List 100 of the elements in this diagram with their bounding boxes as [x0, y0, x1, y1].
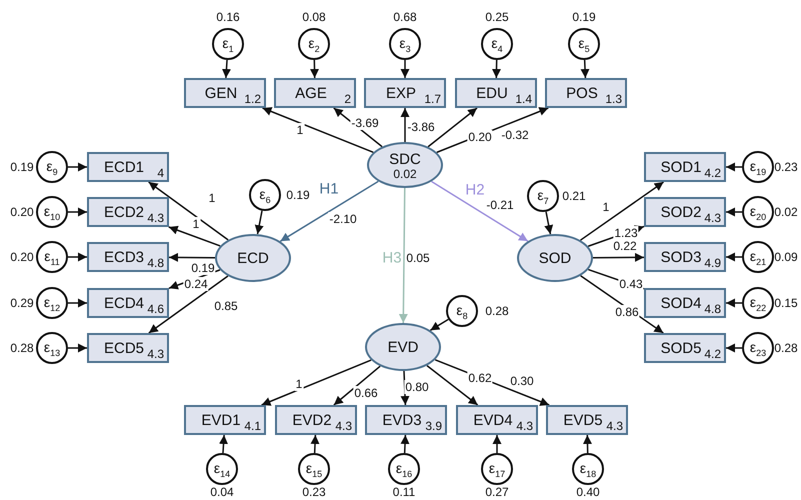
- variable-name: EVD2: [292, 412, 332, 428]
- error-label: ε$_{17}$: [488, 460, 506, 478]
- intercept-value: 4.3: [516, 419, 533, 433]
- latent-variable-ellipse: [215, 234, 291, 282]
- variable-name: ECD2: [104, 204, 144, 220]
- observed-variable-box: [545, 78, 627, 108]
- variance-value: 0.19: [10, 160, 34, 174]
- coefficient-label: -0.32: [500, 128, 530, 142]
- path-arrow: [492, 60, 501, 78]
- coefficient-label: 0.80: [404, 380, 430, 394]
- variable-name: ECD4: [104, 294, 144, 312]
- error-term-circle: [446, 295, 478, 327]
- variable-name: ECD5: [104, 340, 144, 356]
- observed-variable-box: [87, 333, 169, 363]
- coefficient-label: 1: [208, 191, 216, 205]
- coefficient-label: 1: [602, 200, 610, 214]
- variance-value: 0.16: [216, 10, 240, 24]
- error-term-circle: [36, 241, 68, 273]
- error-label: ε$_{16}$: [396, 460, 412, 478]
- observed-variable-box: [87, 242, 169, 272]
- path-arrow: [544, 212, 554, 234]
- error-label: ε$_{7}$: [537, 186, 549, 206]
- variance-value: 0.19: [572, 10, 596, 24]
- intercept-value: 4.3: [147, 211, 164, 225]
- variable-name: SOD4: [660, 294, 702, 312]
- observed-variable-box: [456, 405, 538, 435]
- path-arrow: [254, 210, 264, 234]
- variable-name: ECD1: [104, 158, 144, 176]
- observed-variable-box: [644, 288, 726, 318]
- intercept-value: 4.6: [147, 302, 164, 316]
- error-term-circle: [742, 241, 774, 273]
- coefficient-label: 1.23: [613, 226, 639, 240]
- error-term-circle: [36, 196, 68, 228]
- variable-name: EVD4: [473, 412, 513, 428]
- path-arrow: [68, 344, 87, 352]
- variable-name: EVD3: [382, 412, 422, 428]
- path-arrow: [219, 434, 228, 454]
- observed-variable-box: [546, 405, 628, 435]
- path-arrow: [333, 366, 381, 406]
- variable-name: SOD5: [660, 340, 702, 356]
- intercept-value: 1.2: [244, 92, 261, 106]
- error-label: ε$_{18}$: [580, 460, 596, 478]
- hypothesis-label: H3: [382, 250, 402, 266]
- error-term-circle: [527, 180, 559, 212]
- variance-value: 0.21: [562, 189, 586, 203]
- observed-variable-box: [184, 78, 266, 108]
- path-arrow: [169, 252, 216, 262]
- path-arrow: [400, 108, 410, 142]
- error-term-circle: [481, 28, 513, 60]
- intercept-value: 4.3: [606, 419, 623, 433]
- observed-variable-box: [365, 405, 447, 435]
- path-arrow: [583, 434, 592, 454]
- observed-variable-box: [87, 197, 169, 227]
- variable-name: EVD: [388, 338, 418, 356]
- variance-value: 0.28: [485, 304, 509, 318]
- intercept-value: 4.3: [147, 347, 164, 361]
- variable-name: AGE: [295, 84, 327, 102]
- coefficient-label: 0.86: [614, 305, 640, 319]
- observed-variable-box: [455, 78, 537, 108]
- variance-value: 0.28: [774, 341, 798, 355]
- path-arrow: [262, 107, 374, 154]
- variance-value: 0.29: [10, 296, 34, 310]
- path-arrow: [222, 60, 231, 78]
- observed-variable-box: [275, 405, 357, 435]
- variable-name: SOD3: [660, 248, 702, 266]
- path-arrow: [726, 208, 742, 216]
- observed-variable-box: [364, 78, 446, 108]
- error-term-circle: [742, 287, 774, 319]
- error-label: ε$_{13}$: [44, 338, 60, 358]
- error-term-circle: [389, 28, 421, 60]
- path-arrow: [426, 365, 478, 406]
- error-label: ε$_{20}$: [750, 202, 766, 222]
- variable-name: ECD3: [104, 248, 144, 266]
- intercept-value: 1.3: [605, 92, 622, 106]
- variable-name: EXP: [386, 84, 416, 102]
- variance-value: 0.20: [10, 250, 34, 264]
- coefficient-label: 0.20: [467, 130, 493, 144]
- path-arrow: [68, 298, 87, 308]
- error-label: ε$_{15}$: [306, 460, 322, 478]
- path-arrow: [398, 188, 408, 323]
- coefficient-label: 1: [294, 377, 304, 391]
- path-arrow: [68, 208, 87, 216]
- path-arrow: [580, 181, 664, 241]
- error-label: ε$_{6}$: [259, 186, 271, 204]
- intercept-value: 0.02: [393, 168, 417, 180]
- intercept-value: 4.8: [704, 302, 721, 316]
- variance-value: 0.08: [302, 10, 326, 24]
- error-label: ε$_{14}$: [214, 460, 230, 478]
- variance-value: 0.11: [392, 485, 416, 499]
- variance-value: 0.20: [10, 205, 34, 219]
- path-arrow: [280, 180, 379, 242]
- variable-name: SOD1: [660, 158, 702, 176]
- error-term-circle: [388, 453, 420, 485]
- error-term-circle: [212, 28, 244, 60]
- observed-variable-box: [87, 288, 169, 318]
- path-arrow: [431, 180, 528, 242]
- path-arrow: [726, 344, 742, 352]
- error-term-circle: [206, 453, 238, 485]
- coefficient-label: 0.85: [213, 299, 239, 313]
- error-term-circle: [742, 196, 774, 228]
